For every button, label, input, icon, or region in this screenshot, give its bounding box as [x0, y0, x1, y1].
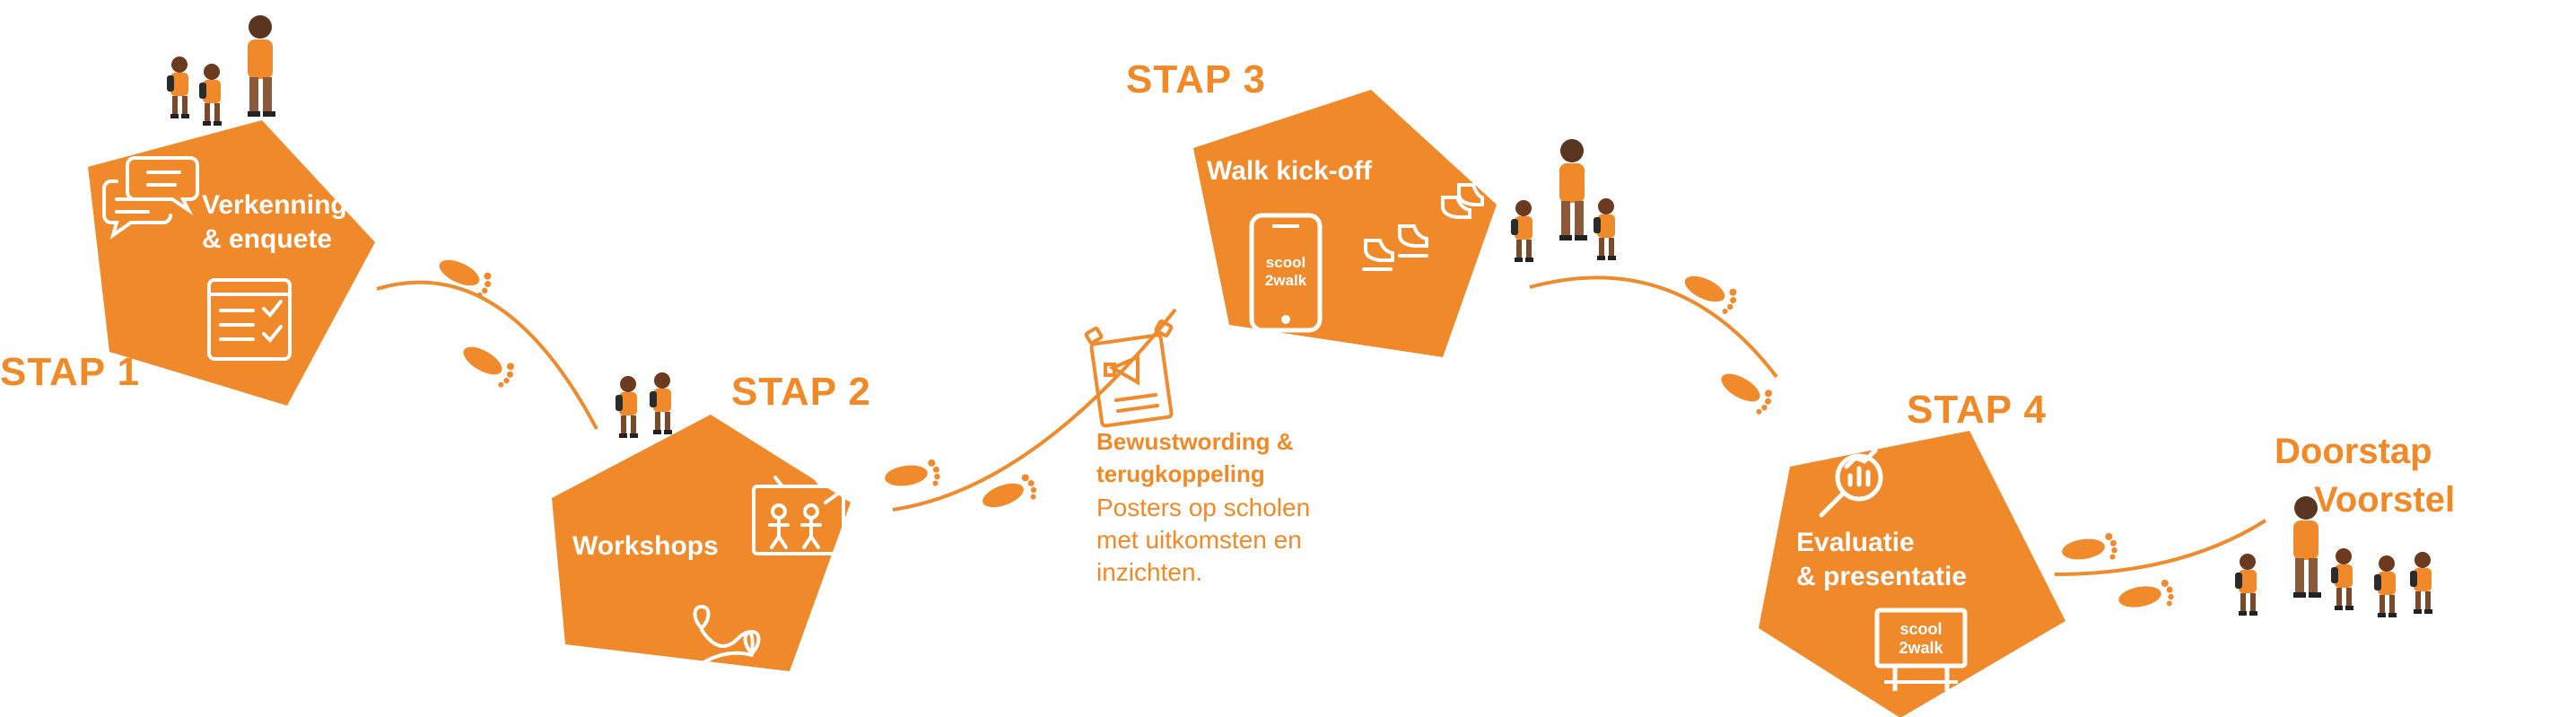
- step3-pentagon: [1193, 90, 1497, 357]
- board-brand-text: 2walk: [1899, 639, 1943, 657]
- awareness-title: Bewustwording & terugkoppeling: [1096, 425, 1294, 490]
- step4-label-line1: Evaluatie: [1796, 526, 1967, 560]
- megaphone-poster-icon: [1086, 320, 1172, 426]
- step1-label-line2: & enquete: [202, 223, 347, 257]
- step2-title: STAP 2: [731, 370, 871, 415]
- final-title-line2: Voorstel: [2275, 476, 2455, 524]
- step1-title: STAP 1: [0, 350, 140, 395]
- step2-label: Workshops: [572, 529, 719, 564]
- awareness-title-line2: terugkoppeling: [1096, 458, 1294, 490]
- footprint-icon: [1679, 268, 1740, 316]
- step1-label: Verkenning & enquete: [202, 188, 347, 257]
- board-brand-text: scool: [1899, 620, 1942, 638]
- app-brand-text: 2walk: [1265, 272, 1307, 289]
- footprint-icon: [883, 459, 941, 493]
- app-brand-text: scool: [1266, 254, 1305, 271]
- footprint-icon: [1715, 366, 1776, 417]
- path-curve-3: [1530, 277, 1777, 377]
- final-title: Doorstap Voorstel: [2275, 427, 2455, 524]
- awareness-desc-line1: Posters op scholen: [1096, 492, 1310, 524]
- step1-label-line1: Verkenning: [202, 188, 347, 223]
- awareness-desc-line2: met uitkomsten en: [1096, 524, 1310, 556]
- footprint-icon: [2117, 579, 2176, 615]
- family-illustration-step3: [1511, 139, 1616, 262]
- footprint-icon: [433, 252, 494, 300]
- step3-label: Walk kick-off: [1207, 154, 1372, 188]
- awareness-title-line1: Bewustwording &: [1096, 425, 1294, 458]
- awareness-desc-line3: inzichten.: [1096, 556, 1310, 589]
- family-illustration-step1: [167, 15, 275, 126]
- step4-label-line2: & presentatie: [1796, 560, 1967, 594]
- awareness-description: Posters op scholen met uitkomsten en inz…: [1096, 492, 1310, 589]
- children-illustration-step2: [616, 372, 672, 438]
- final-title-line1: Doorstap: [2275, 427, 2455, 476]
- footprint-icon: [457, 339, 518, 390]
- footprint-icon: [2060, 532, 2118, 566]
- step3-title: STAP 3: [1126, 57, 1266, 102]
- step4-title: STAP 4: [1907, 388, 2047, 433]
- step4-label: Evaluatie & presentatie: [1796, 526, 1967, 594]
